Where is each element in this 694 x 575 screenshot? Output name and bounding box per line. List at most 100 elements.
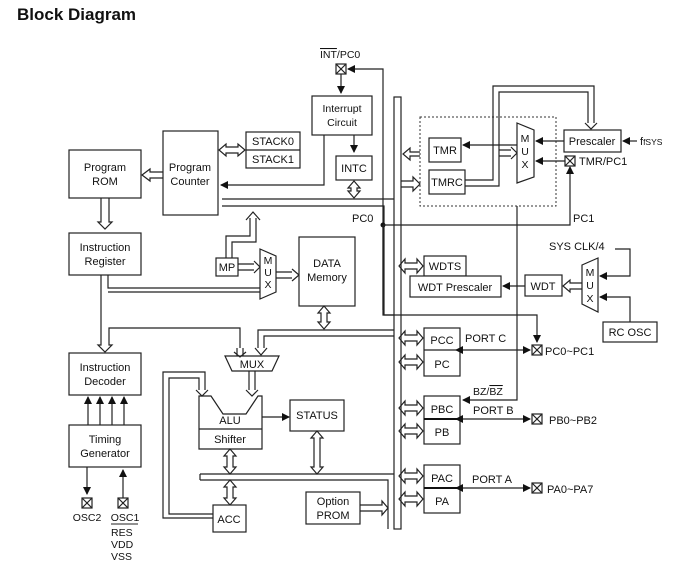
int-pc0-pin: INT/PC0	[320, 49, 360, 75]
svg-text:Counter: Counter	[170, 176, 209, 188]
pc-stack-arrow	[218, 142, 246, 158]
svg-text:ROM: ROM	[92, 176, 118, 188]
mp-to-mux-arrow	[238, 260, 261, 274]
pa0-pa7-pin: PA0~PA7	[531, 482, 593, 496]
tmrc-block: TMRC	[428, 169, 466, 195]
fsys-label: ffSYS	[640, 136, 663, 148]
wdt-mux: M U X	[581, 257, 599, 313]
svg-text:PA: PA	[435, 496, 450, 508]
mp-bus-arrowhead	[245, 211, 261, 221]
tmr-bus-arrow	[402, 146, 420, 162]
pbc-pb-block: PBC PB	[423, 395, 461, 445]
lower-bus	[199, 473, 394, 529]
option-to-bus-arrow	[360, 499, 389, 517]
svg-text:Instruction: Instruction	[80, 242, 131, 254]
program-rom-block: Program ROM	[68, 149, 142, 199]
osc2-pin: OSC2	[73, 497, 101, 524]
timing-generator-block: Timing Generator	[68, 424, 142, 468]
pc0-pc1-pin: PC0~PC1	[531, 344, 594, 358]
svg-text:Register: Register	[85, 256, 126, 268]
svg-text:PBC: PBC	[431, 404, 454, 416]
bus-tmrc-arrow	[401, 175, 421, 193]
mp-block: MP	[215, 257, 239, 277]
mux-to-datamem-arrow	[276, 268, 300, 282]
svg-text:Circuit: Circuit	[327, 117, 357, 129]
svg-text:INT/PC0: INT/PC0	[320, 49, 360, 61]
osc1-pin: OSC1 RES VDD VSS	[111, 497, 140, 563]
wdt-prescaler-block: WDT Prescaler	[409, 275, 502, 298]
svg-text:STACK0: STACK0	[252, 136, 294, 148]
pc0-to-pin-line	[382, 225, 541, 343]
pcc-pc-block: PCC PC	[423, 327, 461, 377]
tmr-pc1-pin: TMR/PC1	[564, 155, 627, 168]
alu-block: ALU Shifter	[198, 395, 263, 450]
acc-bus-arrow	[222, 479, 238, 506]
svg-text:PC0~PC1: PC0~PC1	[545, 346, 594, 358]
svg-text:Option: Option	[317, 496, 349, 508]
intc-block: INTC	[335, 155, 373, 181]
svg-text:Shifter: Shifter	[214, 434, 246, 446]
svg-text:Interrupt: Interrupt	[322, 103, 361, 115]
sys-clk4-label: SYS CLK/4	[549, 241, 605, 253]
interrupt-circuit-block: Interrupt Circuit	[311, 95, 373, 136]
svg-text:M: M	[586, 267, 595, 279]
mp-bus-link	[225, 218, 257, 258]
bus-to-alu-mux	[257, 329, 394, 348]
svg-text:INTC: INTC	[341, 163, 367, 175]
svg-text:Decoder: Decoder	[84, 376, 126, 388]
pc1-line	[383, 166, 574, 226]
instruction-register-block: Instruction Register	[68, 232, 142, 276]
svg-text:ACC: ACC	[217, 514, 240, 526]
svg-text:ALU: ALU	[219, 415, 240, 427]
svg-text:WDT Prescaler: WDT Prescaler	[418, 282, 493, 294]
data-memory-block: DATA Memory	[298, 236, 356, 307]
svg-text:X: X	[586, 293, 593, 305]
svg-text:Program: Program	[169, 162, 211, 174]
interrupt-to-pc-arrow	[220, 135, 325, 189]
svg-text:MUX: MUX	[240, 359, 265, 371]
svg-text:OSC1: OSC1	[111, 512, 140, 524]
svg-text:WDT: WDT	[530, 281, 555, 293]
svg-text:STATUS: STATUS	[296, 410, 338, 422]
svg-text:Program: Program	[84, 162, 126, 174]
svg-text:RC OSC: RC OSC	[609, 327, 652, 339]
mux-to-alu-arrow	[245, 371, 259, 397]
svg-text:Timing: Timing	[89, 434, 122, 446]
acc-block: ACC	[212, 504, 247, 533]
svg-text:VSS: VSS	[111, 551, 132, 563]
svg-text:TMRC: TMRC	[431, 177, 463, 189]
svg-text:U: U	[521, 146, 529, 158]
main-data-bus	[393, 96, 402, 530]
svg-text:RES: RES	[111, 527, 133, 539]
svg-text:Instruction: Instruction	[80, 362, 131, 374]
svg-text:PCC: PCC	[430, 335, 453, 347]
svg-text:Prescaler: Prescaler	[569, 136, 616, 148]
svg-text:PB: PB	[435, 427, 450, 439]
svg-text:VDD: VDD	[111, 539, 134, 551]
pa-bus-arrow	[398, 490, 424, 508]
timing-to-decoder-arrows	[84, 396, 128, 425]
svg-text:U: U	[586, 280, 594, 292]
svg-text:PROM: PROM	[317, 510, 350, 522]
status-block: STATUS	[289, 399, 345, 432]
sysclk-to-mux-arrow	[599, 248, 631, 280]
acc-feedback-loop	[162, 371, 213, 519]
svg-text:PAC: PAC	[431, 473, 453, 485]
pc0-label: PC0	[352, 213, 373, 225]
prescaler-block: Prescaler	[563, 129, 622, 153]
pb0-pb2-pin: PB0~PB2	[531, 413, 597, 427]
svg-text:PB0~PB2: PB0~PB2	[549, 415, 597, 427]
wdts-bus-arrow	[398, 257, 424, 275]
svg-text:M: M	[521, 133, 530, 145]
diagram-title: Block Diagram	[17, 5, 137, 24]
bz-label: BZ/BZ	[473, 386, 503, 398]
pac-pa-block: PAC PA	[423, 464, 461, 514]
svg-text:DATA: DATA	[313, 258, 341, 270]
address-mux: M U X	[259, 248, 277, 300]
instruction-decoder-block: Instruction Decoder	[68, 352, 142, 396]
bz-line	[462, 310, 518, 404]
svg-text:X: X	[264, 279, 271, 291]
svg-text:PA0~PA7: PA0~PA7	[547, 484, 593, 496]
rcosc-to-mux-arrow	[599, 293, 631, 322]
ir-to-mux-bus	[107, 275, 268, 293]
